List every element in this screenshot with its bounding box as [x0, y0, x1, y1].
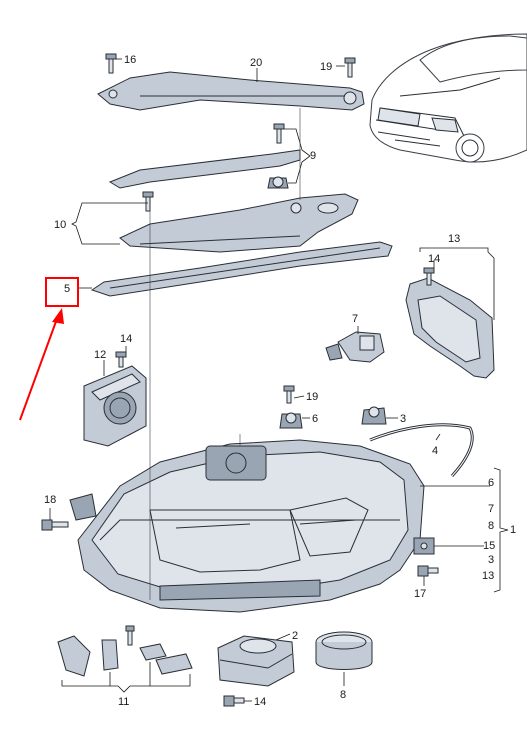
callout-16: 16	[124, 54, 136, 66]
callout-7: 7	[352, 313, 358, 325]
screw-icon	[115, 351, 127, 368]
screw-icon	[283, 385, 295, 404]
callout-17: 17	[414, 588, 426, 600]
callout-19-mid: 19	[306, 391, 318, 403]
callout-11: 11	[118, 696, 129, 708]
screw-icon	[417, 565, 439, 577]
car-icon	[369, 33, 527, 163]
callout-7-group: 7	[488, 503, 494, 515]
callout-9: 9	[310, 150, 316, 162]
callout-8: 8	[340, 689, 346, 701]
callout-labels: 16 20 19 9 10 5 13 14 7 14 12 19 6 3 4 6…	[44, 54, 516, 708]
callout-1: 1	[510, 524, 516, 536]
screw-icon	[105, 53, 117, 74]
part-connector-7	[325, 331, 385, 363]
screw-icon	[273, 123, 285, 144]
callout-8-group: 8	[488, 520, 494, 532]
screw-icon	[125, 625, 135, 646]
callout-3-group: 3	[488, 554, 494, 566]
highlight-box	[45, 277, 79, 307]
screw-icon	[423, 267, 435, 286]
part-cover-10	[119, 193, 359, 253]
part-bracket-13	[405, 277, 495, 379]
callout-6-mid: 6	[312, 413, 318, 425]
callout-18: 18	[44, 494, 56, 506]
arrow-icon	[19, 308, 64, 421]
screw-icon	[223, 695, 245, 707]
part-seal-4	[369, 423, 474, 478]
screw-icon	[344, 57, 356, 78]
headlamp-icon	[69, 439, 425, 613]
part-bracket-15	[413, 537, 435, 555]
part-cap-8	[315, 631, 373, 670]
callout-10: 10	[54, 219, 66, 231]
callout-3-mid: 3	[400, 413, 406, 425]
highlight-marker	[19, 277, 79, 421]
callout-12: 12	[94, 349, 106, 361]
callout-14-left: 14	[120, 333, 132, 345]
callout-4: 4	[432, 445, 438, 457]
screw-icon	[142, 191, 154, 212]
screw-icon	[41, 519, 69, 531]
clip-icon	[267, 176, 289, 189]
part-ballast-2	[217, 635, 295, 687]
callout-14-right: 14	[428, 253, 440, 265]
callout-13-top: 13	[448, 233, 460, 245]
callout-14-bottom: 14	[254, 696, 266, 708]
part-bracket-20	[97, 71, 365, 111]
callout-20: 20	[250, 57, 262, 69]
part-mount-3	[361, 406, 387, 425]
callout-19-top: 19	[320, 61, 332, 73]
callout-15: 15	[483, 540, 495, 552]
callout-2: 2	[292, 630, 298, 642]
part-bracket-set-11	[57, 635, 193, 677]
callout-5: 5	[64, 283, 70, 295]
leader-lines	[49, 58, 509, 702]
part-trim-strip-5	[90, 241, 393, 297]
callout-6-group: 6	[488, 477, 494, 489]
part-control-unit-12	[83, 365, 147, 447]
callout-13-group: 13	[482, 570, 494, 582]
part-mount-6	[279, 412, 303, 429]
